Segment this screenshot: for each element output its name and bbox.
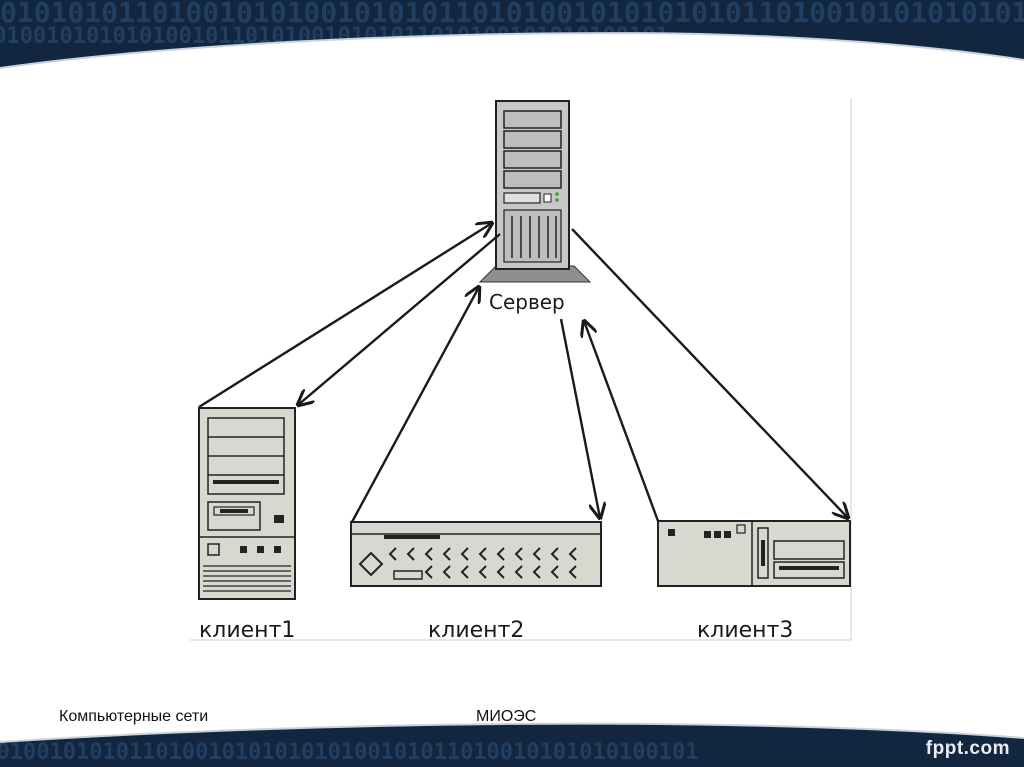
- arrow-client2-to-server: [350, 287, 479, 523]
- arrow-server-to-client3: [571, 228, 848, 518]
- arrow-server-to-client2: [559, 318, 600, 518]
- arrow-client3-to-server: [584, 321, 660, 522]
- client2-icon: [350, 521, 602, 587]
- server-label: Сервер: [489, 290, 565, 314]
- server-icon: [478, 100, 592, 283]
- footer-center-text: МИОЭС: [476, 708, 537, 725]
- watermark: fppt.com: [925, 738, 1010, 759]
- client1-icon: [198, 407, 296, 600]
- client1-label: клиент1: [199, 618, 296, 643]
- binary-pattern-bottom: 0101001010101101001010101010100101011010…: [0, 740, 699, 765]
- binary-pattern-top: 0101010110100101010010101011010100101010…: [0, 0, 1024, 29]
- arrow-client1-to-server: [198, 223, 492, 409]
- footer-left-text: Компьютерные сети: [59, 708, 209, 725]
- arrow-server-to-client1: [298, 233, 501, 405]
- client2-label: клиент2: [428, 618, 525, 643]
- client3-label: клиент3: [697, 618, 794, 643]
- client3-icon: [657, 520, 851, 587]
